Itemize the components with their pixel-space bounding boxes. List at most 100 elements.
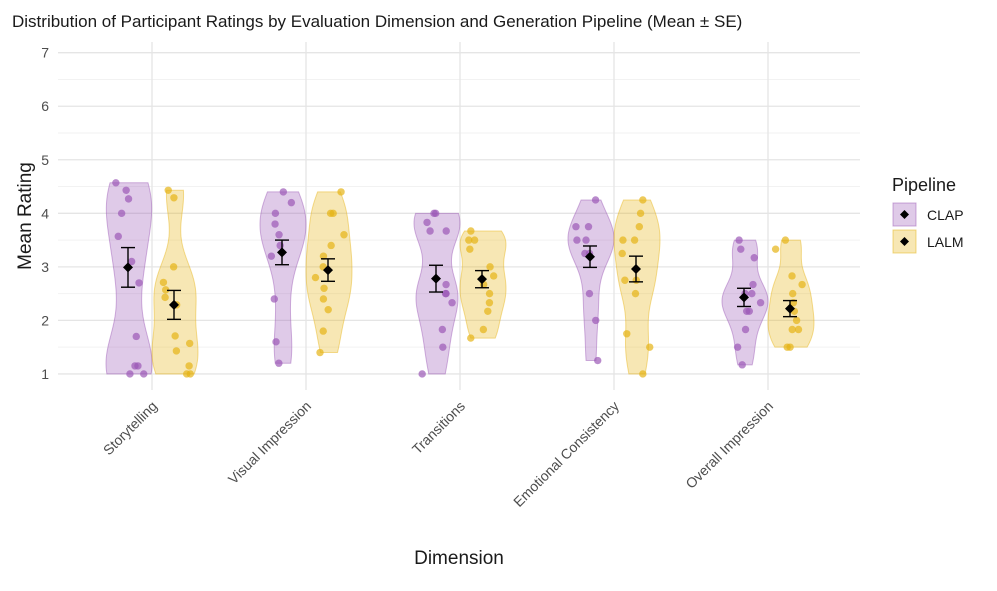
y-tick-label: 6 <box>41 98 49 114</box>
data-point <box>275 359 283 367</box>
chart-title: Distribution of Participant Ratings by E… <box>12 12 742 31</box>
data-point <box>619 236 627 244</box>
data-point <box>756 299 765 307</box>
violin-layer <box>105 182 815 375</box>
data-point <box>442 289 450 298</box>
data-point <box>112 179 120 187</box>
data-point <box>594 356 602 365</box>
data-point <box>135 279 143 287</box>
data-point <box>749 280 757 289</box>
legend-marker <box>900 237 909 246</box>
data-point <box>479 325 488 334</box>
data-point <box>789 289 797 298</box>
data-point <box>646 343 654 351</box>
data-point <box>276 241 284 250</box>
data-point <box>442 280 450 289</box>
data-point <box>467 334 475 342</box>
data-point <box>485 289 494 298</box>
y-tick-label: 1 <box>41 366 49 382</box>
data-point <box>164 186 172 194</box>
data-point <box>326 209 335 218</box>
data-point <box>169 263 178 271</box>
data-point <box>161 286 170 294</box>
mean-marker <box>323 265 333 276</box>
data-point <box>140 370 148 378</box>
data-point <box>423 218 431 227</box>
data-point <box>316 348 324 357</box>
y-tick-label: 2 <box>41 312 49 328</box>
data-point <box>781 236 790 244</box>
data-point <box>439 343 447 351</box>
data-point <box>745 307 753 315</box>
data-point <box>582 236 590 244</box>
data-point <box>484 307 492 315</box>
data-point <box>631 289 640 298</box>
mean-layer <box>121 239 797 321</box>
data-point <box>161 293 169 302</box>
data-point <box>319 327 327 335</box>
legend-marker <box>900 210 909 219</box>
mean-marker <box>631 264 641 275</box>
y-tick-label: 3 <box>41 259 49 275</box>
data-point <box>630 236 639 244</box>
violin-lalm-emotional-consistency <box>613 199 661 375</box>
data-point <box>340 231 348 239</box>
data-point <box>738 361 746 369</box>
data-point <box>267 252 276 260</box>
data-point <box>486 263 494 271</box>
data-point <box>320 284 328 292</box>
data-point <box>737 245 745 253</box>
data-point <box>750 254 758 262</box>
data-point <box>573 236 581 244</box>
y-tick-label: 5 <box>41 152 49 168</box>
data-point <box>639 370 647 378</box>
data-point <box>311 273 320 282</box>
data-point <box>319 295 328 303</box>
x-tick-label: Emotional Consistency <box>510 398 622 510</box>
data-point <box>788 325 796 334</box>
data-point <box>185 339 194 348</box>
x-tick-label: Visual Impression <box>225 398 314 487</box>
data-point <box>635 223 644 231</box>
data-point <box>271 209 280 218</box>
data-point <box>430 209 438 218</box>
legend-label: CLAP <box>927 207 964 223</box>
point-layer <box>112 179 806 378</box>
mean-marker <box>585 251 595 262</box>
data-point <box>127 257 136 266</box>
mean-marker <box>739 292 749 303</box>
data-point <box>426 227 434 235</box>
x-tick-label: Transitions <box>409 398 468 457</box>
x-tick-label: Storytelling <box>100 398 160 458</box>
data-point <box>621 276 629 284</box>
data-point <box>788 272 796 280</box>
data-point <box>572 223 580 231</box>
data-point <box>287 198 296 207</box>
data-point <box>327 241 335 250</box>
data-point <box>126 370 134 378</box>
data-point <box>794 325 803 334</box>
violin-clap-transitions <box>413 212 461 375</box>
data-point <box>466 245 474 253</box>
y-tick-label: 7 <box>41 45 49 61</box>
data-point <box>639 196 647 204</box>
mean-marker <box>785 303 795 314</box>
violin-clap-visual-impression <box>259 191 307 364</box>
data-point <box>117 209 126 218</box>
data-point <box>170 194 178 202</box>
data-point <box>735 236 743 244</box>
data-point <box>159 278 168 287</box>
data-point <box>171 332 179 340</box>
data-point <box>442 227 450 235</box>
data-point <box>733 343 742 351</box>
legend-title: Pipeline <box>892 175 956 195</box>
data-point <box>418 370 426 378</box>
data-point <box>771 245 780 253</box>
data-point <box>172 347 181 355</box>
y-tick-label: 4 <box>41 205 49 221</box>
data-point <box>185 362 193 370</box>
data-point <box>319 252 328 260</box>
data-point <box>467 227 475 235</box>
data-point <box>489 272 498 280</box>
mean-marker <box>169 299 179 310</box>
